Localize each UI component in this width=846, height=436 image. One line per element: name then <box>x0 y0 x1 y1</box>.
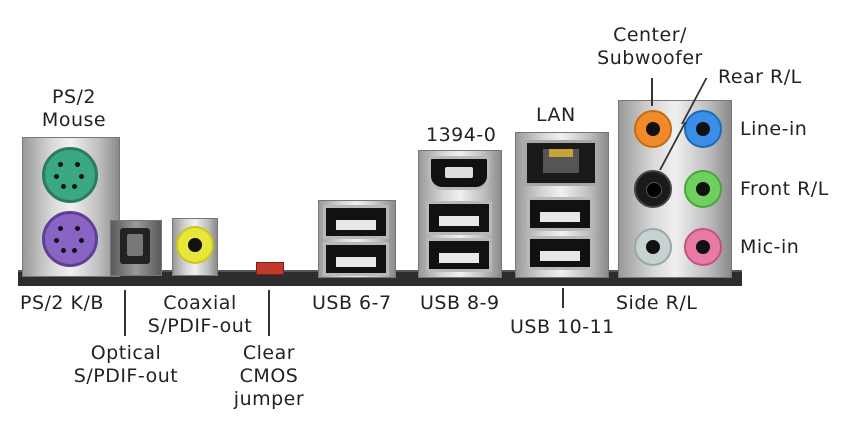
label-line-in: Line-in <box>740 118 808 140</box>
label-side: Side R/L <box>616 292 698 314</box>
label-usb89: USB 8-9 <box>420 292 500 314</box>
rear-jack <box>634 170 672 208</box>
ieee1394-port <box>428 156 490 190</box>
label-1394: 1394-0 <box>426 124 497 146</box>
label-front: Front R/L <box>740 178 829 200</box>
usb10-port <box>527 197 593 231</box>
ps2-mouse-port <box>42 147 98 203</box>
center-subwoofer-jack <box>634 110 672 148</box>
optical-shutter <box>120 228 150 264</box>
label-rear: Rear R/L <box>718 66 802 88</box>
usb9-port <box>426 238 492 272</box>
line-in-jack <box>684 110 722 148</box>
leader-clear-cmos <box>268 290 270 336</box>
lan-port <box>524 140 598 186</box>
label-ps2-mouse: PS/2 Mouse <box>41 86 107 131</box>
label-clear-cmos: Clear CMOS jumper <box>233 342 305 410</box>
label-center-subwoofer: Center/ Subwoofer <box>597 24 703 69</box>
usb7-port <box>323 242 389 276</box>
leader-usb1011 <box>562 288 564 308</box>
usb6-port <box>323 205 389 239</box>
leader-optical <box>124 290 126 336</box>
ps2-keyboard-port <box>42 211 98 267</box>
mic-in-jack <box>684 228 722 266</box>
label-optical: Optical S/PDIF-out <box>73 342 179 387</box>
label-coaxial: Coaxial S/PDIF-out <box>147 292 253 337</box>
front-jack <box>684 170 722 208</box>
coaxial-port <box>176 226 214 264</box>
usb11-port <box>527 236 593 270</box>
leader-center-sub <box>651 78 653 106</box>
label-usb67: USB 6-7 <box>312 292 392 314</box>
label-ps2-kb: PS/2 K/B <box>20 292 104 314</box>
label-lan: LAN <box>536 104 576 126</box>
side-jack <box>634 228 672 266</box>
label-usb1011: USB 10-11 <box>510 316 615 338</box>
label-mic-in: Mic-in <box>740 236 800 258</box>
clear-cmos-jumper <box>256 262 284 275</box>
usb8-port <box>426 201 492 235</box>
